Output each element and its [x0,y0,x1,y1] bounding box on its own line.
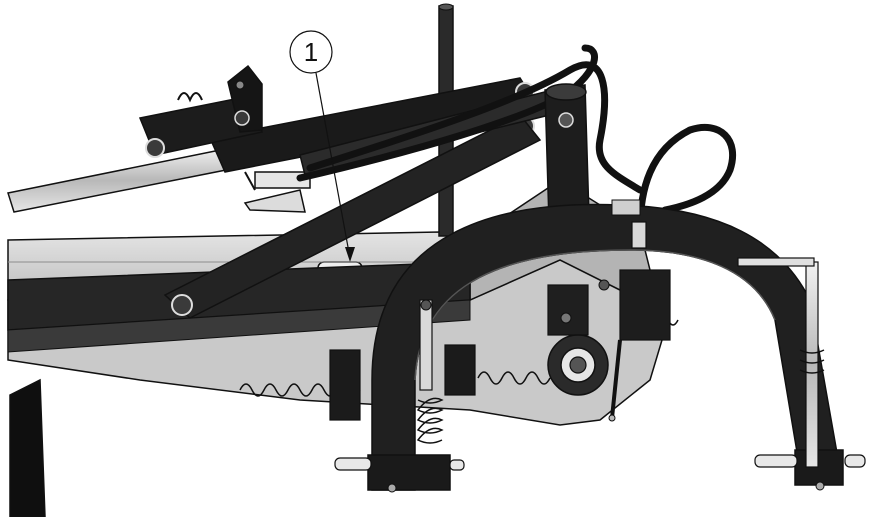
hydraulic-hoses [296,44,737,234]
main-beam [7,261,471,353]
left-end-plate [9,378,46,517]
right-lock-rod [737,257,825,468]
callout-1-arrowhead [345,247,355,262]
hydraulic-fitting [243,171,311,213]
callout-1-leader [315,72,351,259]
callout-1: 1 [289,30,355,262]
callout-1-label: 1 [304,37,318,67]
gearbox-hub [547,334,609,396]
arch-frame [334,199,866,493]
linkage-brackets [329,269,671,422]
hydraulic-cylinder [7,64,542,213]
